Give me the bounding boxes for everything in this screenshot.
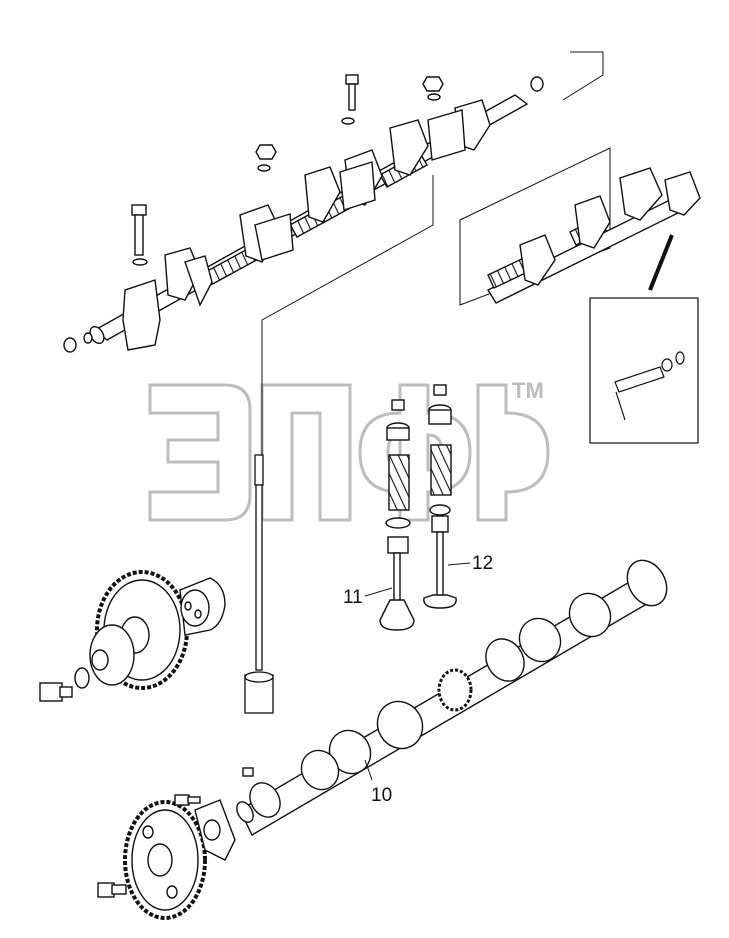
inset-detail [589, 297, 699, 444]
upper-gear [39, 570, 226, 702]
callout-leaders [364, 562, 471, 781]
callout-10: 10 [371, 785, 393, 806]
lower-gear [97, 794, 236, 920]
pushrod-and-lifter [244, 454, 274, 714]
rocker-shaft-assembly [63, 74, 544, 353]
leader-lines [261, 51, 674, 455]
callout-12: 12 [472, 553, 494, 574]
watermark-logo [148, 383, 550, 522]
valve-11-assembly [379, 399, 415, 631]
valve-12-assembly [423, 384, 457, 609]
watermark-trademark: TM [512, 378, 544, 403]
rocker-shaft-detail [487, 167, 701, 304]
callout-11: 11 [343, 587, 363, 608]
camshaft [236, 559, 668, 836]
